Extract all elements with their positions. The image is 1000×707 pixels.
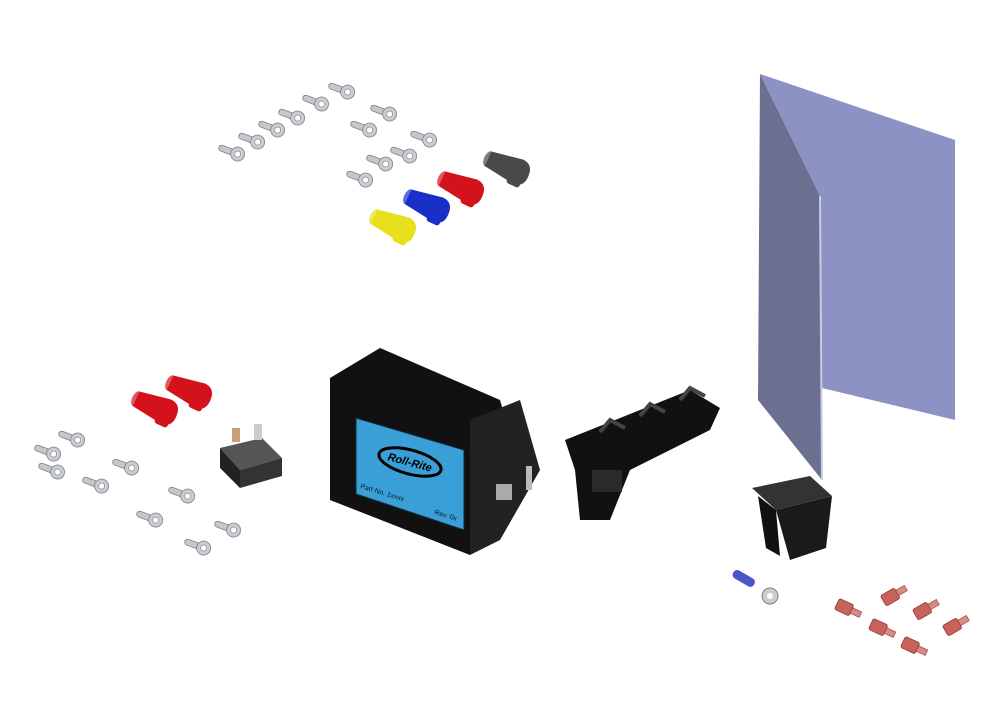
spade-connectors: [834, 582, 972, 659]
ring-terminal: [110, 454, 142, 478]
spade-connector: [868, 617, 898, 641]
ring-terminal: [36, 458, 68, 482]
spade-connector: [911, 596, 942, 621]
mounting-bracket: [565, 385, 720, 520]
ring-terminal: [56, 426, 88, 450]
ring-terminal: [216, 140, 248, 164]
insulated-ring-terminal: [732, 570, 779, 605]
ring-terminal: [182, 534, 214, 558]
ring-terminals-top: [216, 78, 440, 190]
ring-terminal: [388, 142, 420, 166]
battery-caps-left: [126, 368, 216, 430]
yellow-cap: [364, 202, 420, 248]
ring-terminal: [166, 482, 198, 506]
ring-terminal: [300, 90, 332, 114]
ring-terminal: [364, 150, 396, 174]
control-housing: Roll-Rite Part No. 1xxxx Rev. 0x: [330, 348, 540, 555]
ring-terminal: [134, 506, 166, 530]
ring-terminal: [408, 126, 440, 150]
ring-terminal: [212, 516, 244, 540]
ring-terminal: [348, 116, 380, 140]
gray-cap: [478, 144, 534, 190]
ring-terminal: [326, 78, 358, 102]
ring-terminal: [368, 100, 400, 124]
ring-terminals-left: [32, 426, 244, 558]
ring-terminal: [344, 166, 376, 190]
ring-terminal: [32, 440, 64, 464]
spade-connector: [900, 635, 930, 659]
rocker-switch: [752, 476, 832, 560]
spade-connector: [834, 597, 864, 621]
ring-terminal: [80, 472, 112, 496]
circuit-breaker: [220, 424, 282, 488]
spade-connector: [879, 582, 910, 607]
instruction-panel: [758, 74, 955, 481]
spade-connector: [941, 612, 972, 637]
